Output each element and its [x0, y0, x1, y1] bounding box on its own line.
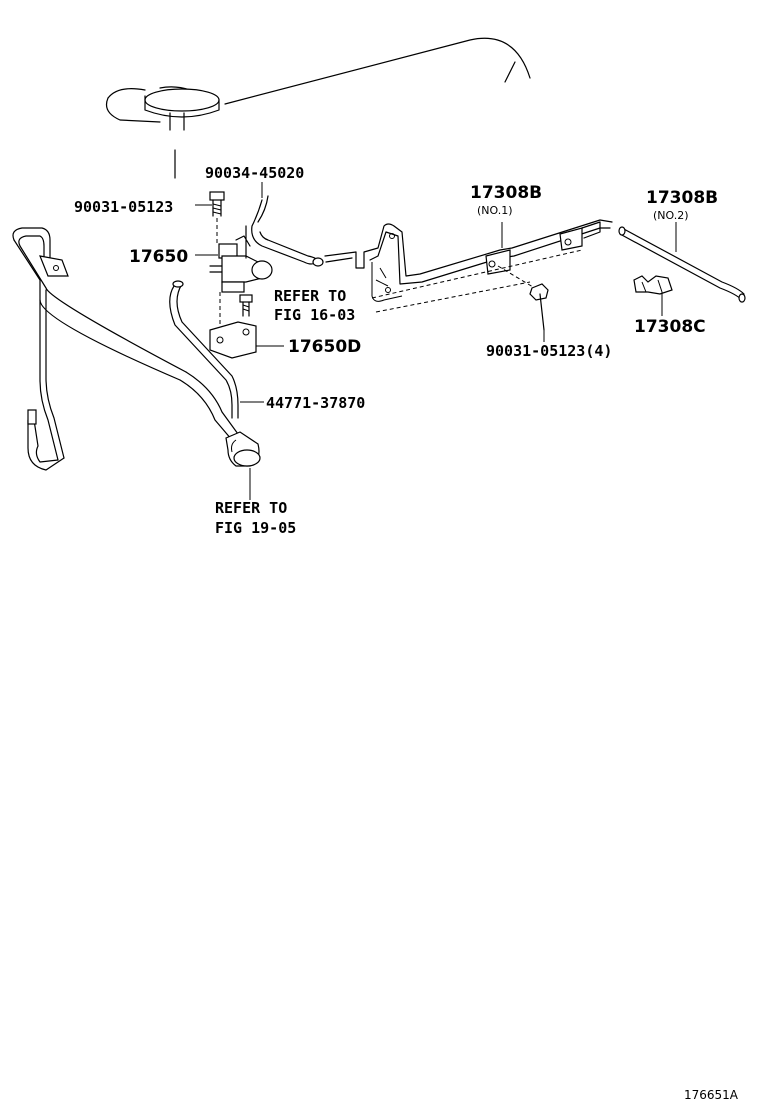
label-pipe-no2-sub: (NO.2)	[653, 209, 689, 222]
label-refer-1-line1: REFER TO	[274, 287, 346, 305]
bolt-qty	[529, 283, 549, 331]
label-bolt-top: 90031-05123	[74, 198, 173, 216]
hose-end-fitting	[225, 431, 261, 467]
label-bracket: 17650D	[288, 337, 361, 357]
label-refer-1-line2: FIG 16-03	[274, 306, 355, 324]
label-pipe-no1-sub: (NO.1)	[477, 204, 513, 217]
left-pipe	[12, 227, 239, 471]
label-hose-top: 90034-45020	[205, 164, 304, 182]
pipe-no2	[618, 226, 746, 303]
label-valve: 17650	[129, 247, 188, 267]
main-hose	[169, 280, 239, 419]
small-hose	[251, 195, 324, 267]
bolt-top	[209, 191, 225, 244]
figure-id: 176651A	[684, 1088, 739, 1102]
label-pipe-no1: 17308B	[470, 183, 542, 203]
engine-outline	[105, 37, 531, 179]
clamp-17308c	[633, 275, 673, 295]
bracket-17650d	[209, 321, 257, 359]
label-pipe-no2: 17308B	[646, 188, 718, 208]
label-refer-2-line1: REFER TO	[215, 499, 287, 517]
label-refer-2-line2: FIG 19-05	[215, 519, 296, 537]
label-clamp: 17308C	[634, 317, 706, 337]
leader-lines	[195, 182, 677, 500]
label-hose-main: 44771-37870	[266, 394, 365, 412]
vsv-valve	[209, 225, 273, 293]
bolt-small	[219, 292, 253, 330]
label-bolt-qty: 90031-05123(4)	[486, 342, 612, 360]
pipe-no1	[324, 219, 613, 313]
